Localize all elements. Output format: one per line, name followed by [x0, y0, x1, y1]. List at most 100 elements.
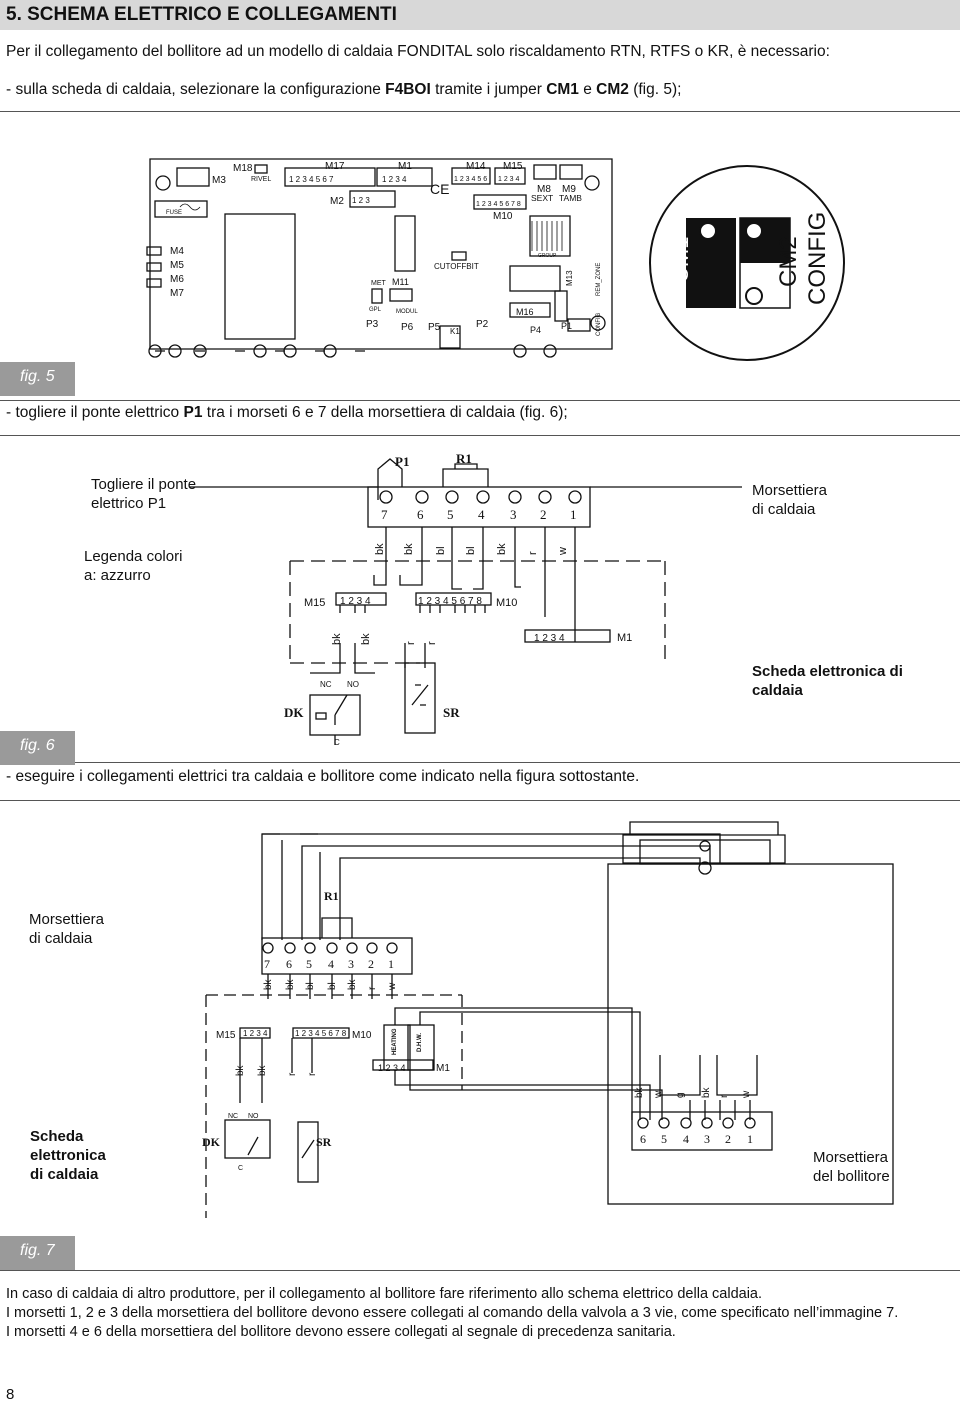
terminal-7: 7: [381, 507, 388, 522]
page-number: 8: [6, 1386, 15, 1403]
wire-color-1: bk: [374, 543, 386, 555]
fig7-terminal-2: 2: [368, 957, 374, 971]
wire-color-3: bl: [435, 546, 447, 555]
tank-terminal-4: 4: [683, 1132, 689, 1146]
tank-wire-color-2: w: [653, 1090, 664, 1099]
tank-wire-color-4: bk: [701, 1086, 712, 1098]
figure-6-tag: fig. 6: [0, 731, 75, 765]
label-m2: M2: [330, 196, 344, 207]
wire-color-4: bl: [465, 546, 477, 555]
label-m1-fig7: M1: [436, 1063, 450, 1074]
figure-5: fig. 5: [0, 111, 960, 401]
jumper-cm1-text: CM1: [668, 237, 693, 283]
fig7-wire-color-3: bl: [305, 982, 316, 990]
boiler-terminal-block: [261, 937, 413, 975]
label-group: GROUP: [538, 253, 557, 259]
wire-color-7: w: [557, 547, 569, 556]
step-1-mid2: e: [578, 81, 597, 98]
figure-7-label: fig. 7: [20, 1242, 55, 1259]
jumper-config-label: CONFIG: [804, 212, 831, 305]
label-no-fig7: NO: [248, 1113, 259, 1120]
step-2-suffix: tra i morseti 6 e 7 della morsettiera di…: [202, 404, 568, 421]
label-m3: M3: [212, 175, 226, 186]
step-1-suffix: (fig. 5);: [628, 81, 682, 98]
tank-terminal-3: 3: [704, 1132, 710, 1146]
label-dhw: D.H.W.: [417, 1033, 423, 1052]
figure-6-label: fig. 6: [20, 737, 55, 754]
label-m10: M10: [493, 211, 513, 222]
label-m15: M15: [304, 597, 325, 609]
terminal-screws: [379, 490, 582, 504]
pins-m1: 1 2 3 4: [382, 175, 407, 184]
connector-m16: [509, 302, 551, 318]
dk-switch-box-fig7: [224, 1119, 271, 1159]
fig7-wire-color-7: w: [387, 982, 398, 991]
connector-m3: [176, 167, 210, 187]
footer-line-3: I morsetti 4 e 6 della morsettiera del b…: [6, 1324, 676, 1340]
connector-m2: [349, 190, 396, 208]
fuse-holder: [154, 200, 208, 218]
group-switch: [529, 215, 571, 257]
fig7-wire-color-4: bl: [327, 982, 338, 990]
connector-m14: [451, 167, 491, 185]
pins-m10-fig7: 1 2 3 4 5 6 7 8: [295, 1029, 347, 1038]
label-m14: M14: [466, 161, 486, 172]
terminal-block: [367, 486, 591, 528]
transformer: [224, 213, 296, 340]
label-nc-fig7: NC: [228, 1113, 238, 1120]
mount-hole-icon: [155, 175, 171, 191]
fig7-lower-color-4: r: [307, 1072, 318, 1076]
label-modul: MODUL: [396, 309, 418, 315]
fig7-lower-color-3: r: [287, 1072, 298, 1076]
label-p1: P1: [395, 454, 409, 469]
label-r1: R1: [456, 451, 472, 466]
footer-line-1: In caso di caldaia di altro produttore, …: [6, 1286, 763, 1302]
label-p6: P6: [401, 322, 414, 333]
connector-m1: [376, 167, 433, 187]
label-m1: M1: [398, 161, 412, 172]
lower-wire-color-4: r: [426, 641, 438, 645]
fig7-terminal-6: 6: [286, 957, 292, 971]
pins-m1-fig7: 1 2 3 4: [378, 1063, 406, 1073]
label-nc: NC: [320, 680, 332, 689]
terminal-4: 4: [478, 507, 485, 522]
label-m13: M13: [565, 270, 574, 286]
label-c-fig7: C: [238, 1165, 243, 1172]
label-config-small: CONFIG: [596, 312, 602, 336]
label-rem-zone: REM_ZONE: [596, 263, 602, 296]
pins-m1: 1 2 3 4: [534, 633, 565, 644]
footer-line-2: I morsetti 1, 2 e 3 della morsettiera de…: [6, 1305, 899, 1321]
label-gpl: GPL: [369, 307, 382, 313]
label-cutoffbit: CUTOFFBIT: [434, 262, 479, 271]
terminal-5: 5: [447, 507, 454, 522]
tank-wire-color-5: r: [719, 1094, 730, 1098]
fig7-terminal-1: 1: [388, 957, 394, 971]
tank-terminal-1: 1: [747, 1132, 753, 1146]
figure-7-tag: fig. 7: [0, 1236, 75, 1270]
legend-item: a: azzurro: [84, 567, 151, 584]
label-m9: M9: [562, 184, 576, 195]
fig7-wire-color-1: bk: [263, 978, 274, 990]
step-1-bold-cm2: CM2: [596, 81, 629, 98]
intro-text: Per il collegamento del bollitore ad un …: [6, 43, 830, 60]
label-fuse: FUSE: [166, 210, 182, 216]
label-tamb: TAMB: [559, 193, 582, 203]
pins-m15-fig7: 1 2 3 4: [243, 1029, 268, 1038]
figure-5-label: fig. 5: [20, 368, 55, 385]
label-no: NO: [347, 680, 359, 689]
tank-body: [607, 863, 894, 1205]
label-c: C: [334, 738, 340, 747]
fig7-lower-color-2: bk: [257, 1064, 268, 1076]
label-m11: M11: [392, 277, 409, 287]
wire-color-5: bk: [496, 543, 508, 555]
wire-color-2: bk: [403, 543, 415, 555]
pins-m14: 1 2 3 4 5 6: [454, 176, 487, 183]
fig7-wire-color-6: r: [367, 986, 378, 990]
step-3: - eseguire i collegamenti elettrici tra …: [6, 768, 640, 785]
label-p4: P4: [530, 325, 541, 335]
sr-sensor-box: [404, 662, 436, 734]
tank-wire-color-1: bk: [634, 1086, 645, 1098]
